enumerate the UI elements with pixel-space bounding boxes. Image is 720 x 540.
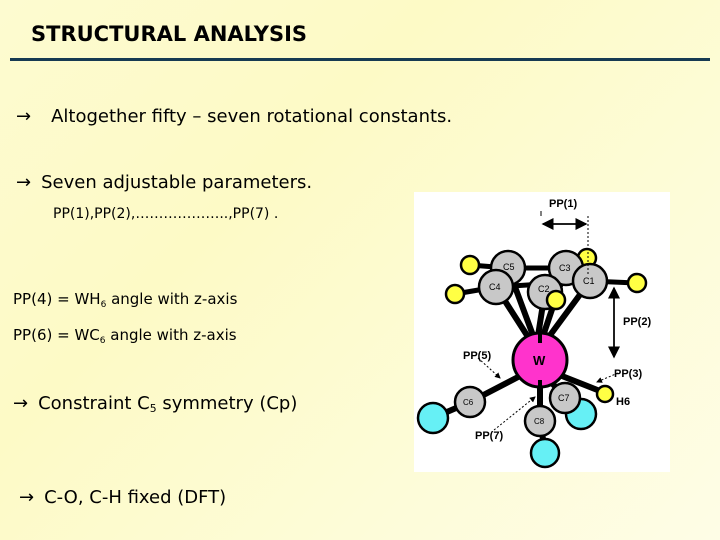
slide-title: STRUCTURAL ANALYSIS [31, 22, 308, 46]
arrow-right-icon: → [16, 106, 32, 127]
bullet-text: Altogether fifty – seven rotational cons… [51, 106, 453, 127]
label-c1: C1 [583, 276, 595, 286]
label-c4: C4 [489, 282, 501, 292]
pp6-rhs: angle with z-axis [105, 326, 237, 344]
label-pp3: PP(3) [614, 368, 642, 380]
label-c7: C7 [558, 393, 570, 403]
pp4-definition: PP(4) = WH6 angle with z-axis [13, 290, 238, 310]
label-pp2: PP(2) [623, 316, 651, 328]
pp6-definition: PP(6) = WC6 angle with z-axis [13, 326, 237, 346]
pp4-subscript: 6 [100, 300, 107, 310]
bullet-text: Seven adjustable parameters. [41, 172, 313, 193]
label-c5: C5 [503, 262, 515, 272]
bullet-constraint: → Constraint C5 symmetry (Cp) [13, 393, 297, 414]
label-c2: C2 [538, 284, 550, 294]
label-pp7: PP(7) [475, 430, 503, 442]
bullet-adjustable-parameters: → Seven adjustable parameters. [16, 172, 312, 193]
constraint-text: Constraint C [38, 393, 150, 414]
title-divider [10, 58, 710, 61]
arrow-right-icon: → [19, 487, 35, 508]
label-w: W [533, 353, 546, 368]
label-c3: C3 [559, 263, 571, 273]
label-pp1: PP(1) [549, 198, 577, 210]
bullet-rotational-constants: → Altogether fifty – seven rotational con… [16, 106, 452, 127]
pp6-subscript: 6 [99, 336, 106, 346]
label-c8: C8 [534, 417, 545, 426]
bullet-fixed-bonds: → C-O, C-H fixed (DFT) [19, 487, 226, 508]
constraint-subscript: 5 [149, 402, 157, 415]
arrow-right-icon: → [16, 172, 32, 193]
constraint-text-post: symmetry (Cp) [156, 393, 298, 414]
pp6-lhs: PP(6) = WC [13, 326, 100, 344]
label-h6: H6 [616, 396, 630, 408]
arrow-right-icon: → [13, 393, 29, 414]
label-pp5: PP(5) [463, 350, 491, 362]
molecule-diagram: PP(1) PP(2) PP(3) PP(5) PP(7) H6 W C1 C2… [414, 192, 670, 472]
pp4-rhs: angle with z-axis [106, 290, 238, 308]
fixed-bonds-text: C-O, C-H fixed (DFT) [44, 487, 227, 508]
label-c6: C6 [463, 398, 474, 407]
molecule-svg: PP(1) PP(2) PP(3) PP(5) PP(7) H6 W C1 C2… [416, 198, 651, 469]
params-list: PP(1),PP(2),………………..,PP(7) . [53, 206, 279, 222]
pp4-lhs: PP(4) = WH [13, 290, 101, 308]
